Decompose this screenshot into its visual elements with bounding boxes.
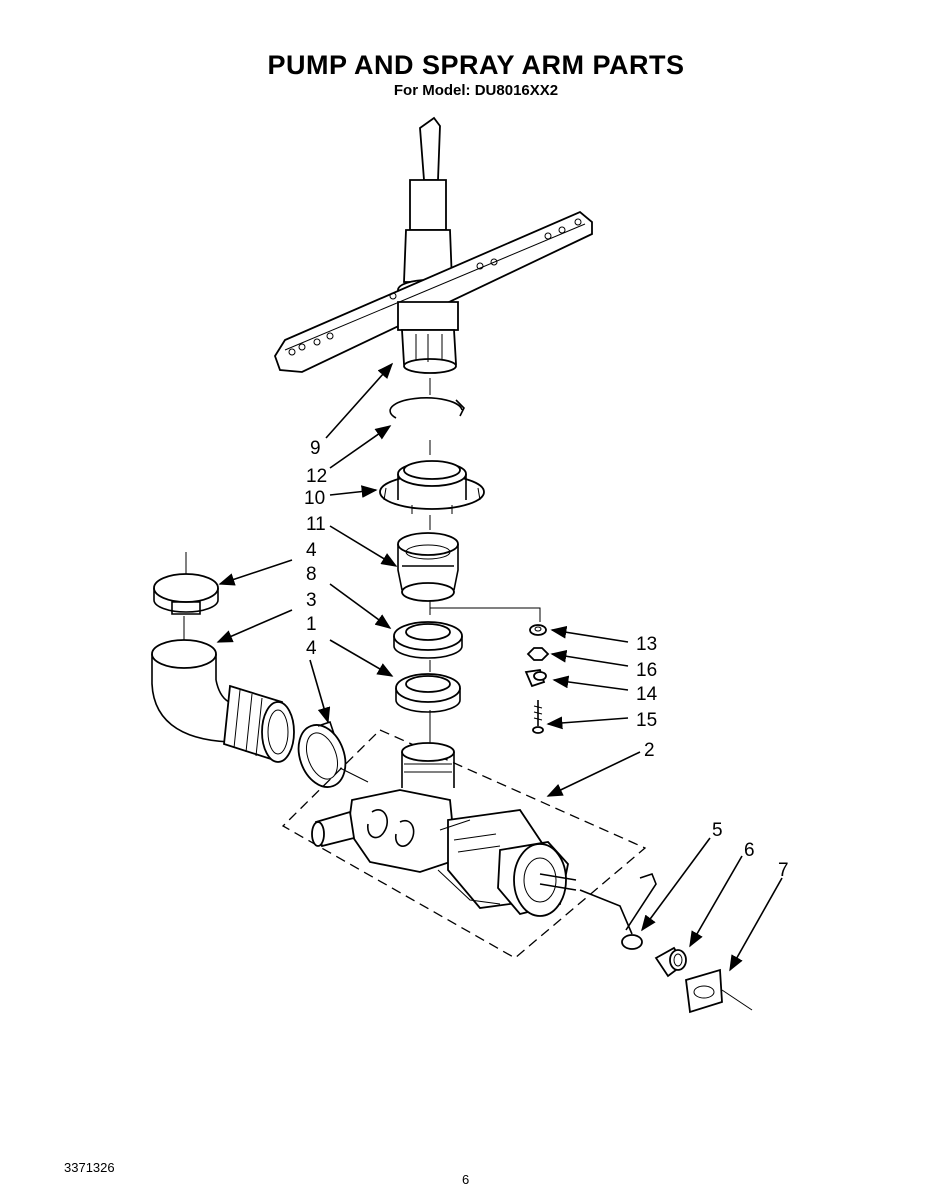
callout-10: 10	[304, 488, 325, 509]
impeller-gasket	[395, 673, 461, 713]
pump-motor-assembly	[281, 729, 647, 959]
callout-16: 16	[636, 660, 657, 681]
callout-13: 13	[636, 634, 657, 655]
callout-2: 2	[644, 740, 655, 761]
drain-hose-elbow	[151, 616, 295, 763]
callout-1: 1	[306, 614, 317, 635]
callout-9: 9	[310, 438, 321, 459]
spray-arm-hub	[397, 301, 459, 374]
hose-clamp-lower	[297, 720, 369, 788]
hose-clamp-upper	[153, 552, 219, 615]
page-title: PUMP AND SPRAY ARM PARTS	[267, 50, 685, 80]
callout-4-upper: 4	[306, 540, 317, 561]
spray-arm	[274, 210, 593, 373]
snap-ring	[389, 397, 465, 419]
document-number: 3371326	[64, 1160, 115, 1175]
pump-seal	[393, 621, 463, 659]
callout-15: 15	[636, 710, 657, 731]
callout-7: 7	[778, 860, 789, 881]
callout-3: 3	[306, 590, 317, 611]
motor-small-parts	[579, 873, 753, 1014]
callout-4-lower: 4	[306, 638, 317, 659]
model-subtitle: For Model: DU8016XX2	[393, 82, 559, 99]
callout-8: 8	[306, 564, 317, 585]
callout-5: 5	[712, 820, 723, 841]
pump-filter	[397, 532, 459, 602]
callout-12: 12	[306, 466, 327, 487]
page-number: 6	[462, 1172, 470, 1187]
callout-14: 14	[636, 684, 658, 705]
callout-6: 6	[744, 840, 755, 861]
small-parts-stack	[430, 607, 550, 734]
leader-lines	[216, 362, 783, 972]
callout-11: 11	[306, 514, 326, 535]
retainer-nut	[379, 460, 485, 514]
